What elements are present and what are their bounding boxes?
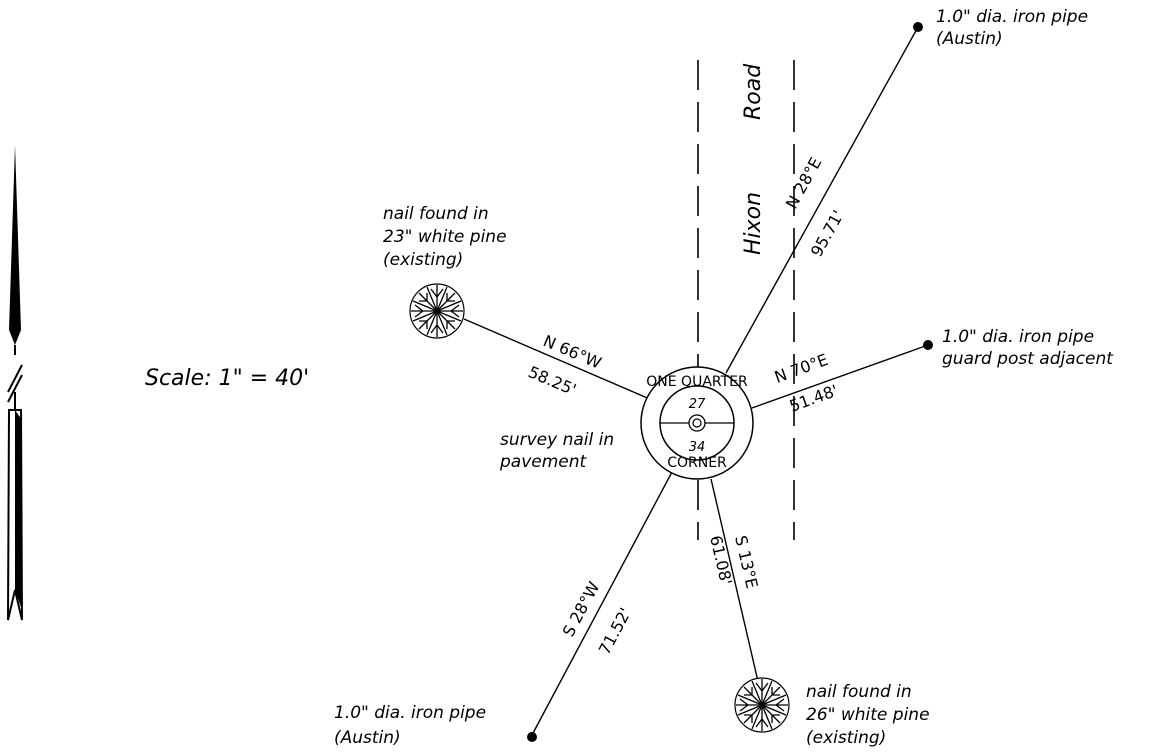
scale-label: Scale: 1" = 40' [145, 366, 309, 391]
bearing-ne: N 28°E [782, 154, 826, 212]
survey-nail-monument-icon [640, 366, 754, 480]
label-nw-line3: (existing) [383, 250, 463, 270]
white-pine-tree-icon [409, 283, 465, 339]
tie-line-sw [531, 471, 673, 736]
tie-line-e [751, 344, 929, 409]
label-sw-line1: 1.0" dia. iron pipe [334, 703, 486, 723]
ring-text-bottom: CORNER [667, 455, 727, 471]
label-nw-line1: nail found in [383, 204, 489, 224]
label-e-line1: 1.0" dia. iron pipe [942, 327, 1094, 347]
label-se-line3: (existing) [806, 728, 886, 748]
tie-line-ne [725, 26, 919, 374]
distance-nw: 58.25' [525, 362, 579, 399]
north-arrow-icon [7, 145, 23, 621]
label-se-line1: nail found in [806, 682, 912, 702]
distance-sw: 71.52' [595, 605, 635, 658]
iron-pipe-dot-icon [527, 732, 537, 742]
section-lower: 34 [689, 440, 706, 455]
section-upper: 27 [689, 397, 706, 412]
corner-note-line1: survey nail in [500, 430, 614, 450]
label-nw-line2: 23" white pine [383, 227, 507, 247]
label-se-line2: 26" white pine [806, 705, 930, 725]
white-pine-tree-icon [734, 677, 790, 733]
road-name-road: Road [741, 63, 766, 120]
label-ne-line2: (Austin) [936, 29, 1003, 49]
label-e-line2: guard post adjacent [942, 349, 1114, 369]
bearing-sw: S 28°W [559, 578, 604, 640]
bearing-e: N 70°E [772, 350, 831, 387]
tie-line-se [710, 478, 761, 691]
label-sw-line2: (Austin) [334, 728, 401, 748]
label-ne-line1: 1.0" dia. iron pipe [936, 7, 1088, 27]
tie-line-nw [463, 318, 653, 401]
ring-text-top: ONE QUARTER [646, 374, 748, 390]
corner-note-line2: pavement [499, 452, 588, 472]
iron-pipe-dot-icon [923, 340, 933, 350]
distance-se: 61.08' [706, 534, 736, 587]
iron-pipe-dot-icon [913, 22, 923, 32]
road-name-hixon: Hixon [741, 192, 766, 255]
